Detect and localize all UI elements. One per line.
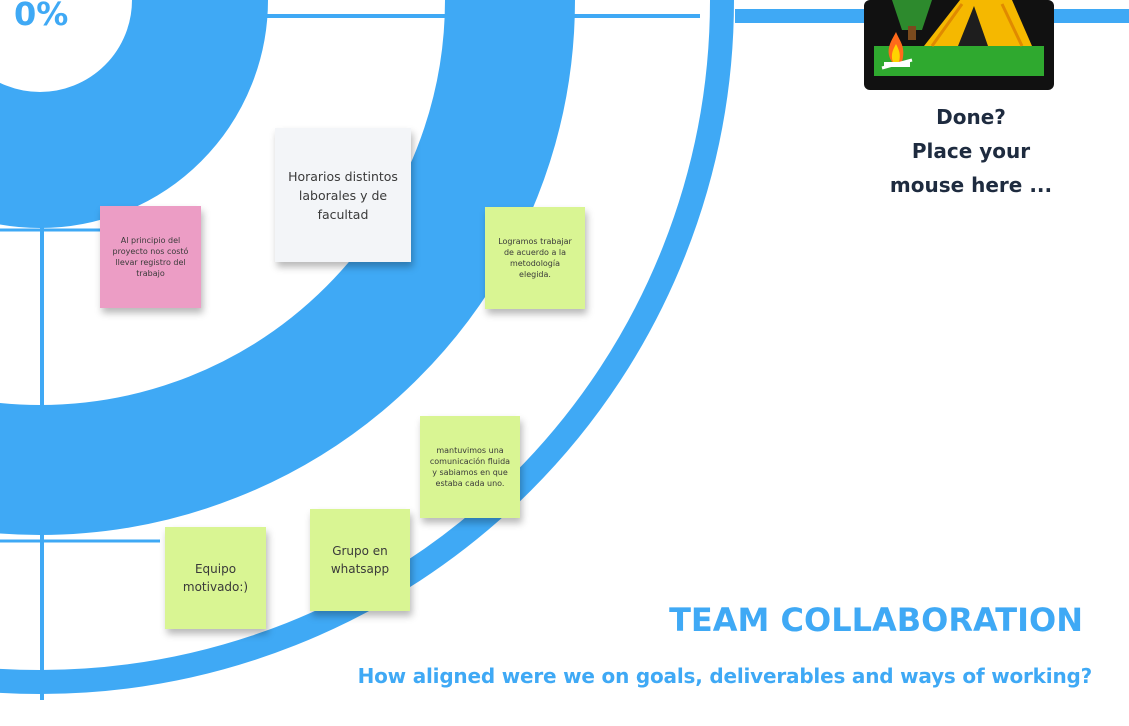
campfire-tent-icon: [864, 0, 1054, 90]
sticky-note-equipo[interactable]: Equipo motivado:): [165, 527, 266, 629]
done-line-3: mouse here ...: [889, 173, 1053, 197]
progress-percent-label: 0%: [14, 0, 69, 33]
sticky-note-text: mantuvimos una comunicación fluida y sab…: [429, 446, 511, 488]
section-title: TEAM COLLABORATION: [669, 601, 1083, 639]
section-subtitle: How aligned were we on goals, deliverabl…: [357, 664, 1093, 688]
sticky-note-mantuvimos[interactable]: mantuvimos una comunicación fluida y sab…: [420, 416, 520, 518]
sticky-note-text: Horarios distintos laborales y de facult…: [288, 168, 398, 222]
sticky-note-text: Equipo motivado:): [182, 562, 249, 594]
sticky-note-text: Grupo en whatsapp: [330, 544, 390, 576]
done-line-2: Place your: [911, 139, 1031, 163]
sticky-note-principio[interactable]: Al principio del proyecto nos costó llev…: [100, 206, 201, 308]
sticky-note-grupo[interactable]: Grupo en whatsapp: [310, 509, 410, 611]
inner-ring: [0, 0, 268, 228]
sticky-note-text: Logramos trabajar de acuerdo a la metodo…: [498, 237, 572, 279]
done-instruction: Done? Place your mouse here ...: [870, 100, 1072, 202]
sticky-note-text: Al principio del proyecto nos costó llev…: [112, 236, 189, 278]
sticky-note-logramos[interactable]: Logramos trabajar de acuerdo a la metodo…: [485, 207, 585, 309]
done-line-1: Done?: [936, 105, 1006, 129]
sticky-note-horarios[interactable]: Horarios distintos laborales y de facult…: [275, 128, 411, 262]
